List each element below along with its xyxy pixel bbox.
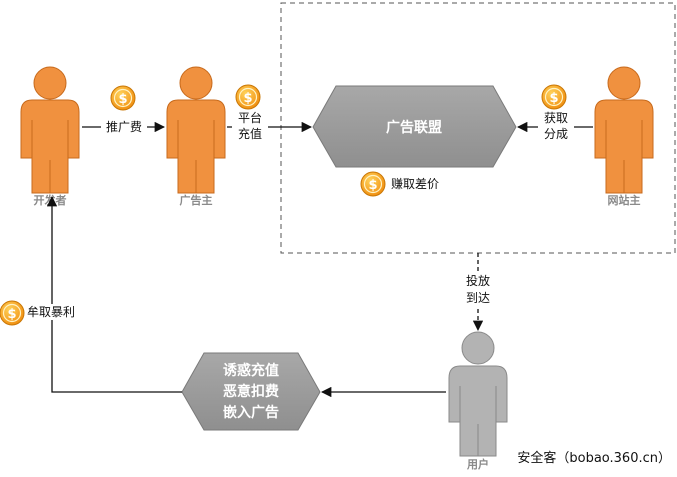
svg-text:$: $ [549,91,558,106]
platform-recharge-label-1: 平台 [238,110,262,125]
malicious-line-3: 嵌入广告 [223,404,279,421]
svg-text:$: $ [118,92,127,107]
alliance-note-label: 赚取差价 [391,176,439,191]
malicious-line-2: 恶意扣费 [223,383,279,400]
svg-text:$: $ [7,307,16,322]
watermark-text: 安全客（bobao.360.cn） [517,450,671,466]
svg-text:$: $ [368,178,377,193]
advertiser-person-icon [166,66,226,194]
dollar-coin-icon: $ [541,84,567,110]
svg-text:$: $ [243,91,252,106]
developer-person-icon [20,66,80,194]
promotion-fee-label: 推广费 [106,120,142,134]
developer-label: 开发者 [34,193,67,207]
webmaster-label: 网站主 [608,193,641,207]
malicious-behavior-node: 诱惑充值 恶意扣费 嵌入广告 [181,352,321,431]
advertiser-label: 广告主 [180,193,213,207]
ad-alliance-title: 广告联盟 [386,119,442,136]
platform-recharge-label-2: 充值 [238,126,262,141]
arrow-malicious-to-developer [46,195,182,393]
dollar-coin-icon: $ [110,85,136,111]
webmaster-person-icon [594,66,654,194]
revenue-share-label-2: 分成 [544,127,568,141]
huge-profit-label: 牟取暴利 [27,304,75,319]
user-label: 用户 [467,457,489,471]
revenue-share-label-1: 获取 [544,111,568,125]
delivery-label-2: 到达 [466,291,490,305]
ad-alliance-node: 广告联盟 [312,85,517,168]
dollar-coin-icon: $ [235,84,261,110]
delivery-label-1: 投放 [466,273,490,288]
malicious-line-1: 诱惑充值 [223,362,279,379]
dollar-coin-icon: $ [360,171,386,197]
dollar-coin-icon: $ [0,300,25,326]
user-person-icon [448,331,508,457]
